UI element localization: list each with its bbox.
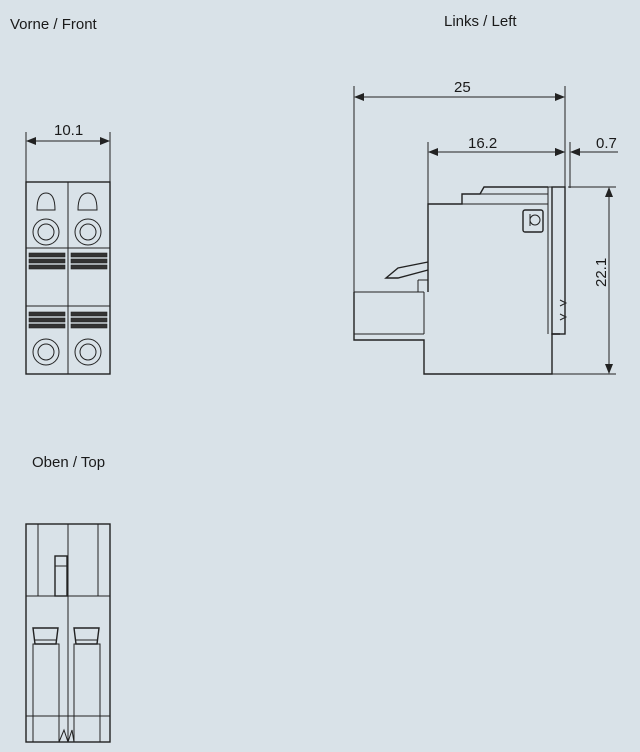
- top-view-title: Oben / Top: [32, 454, 105, 471]
- front-outline: [25, 181, 111, 375]
- left-view: Links / Left 25 16.2 0.7 22.1: [353, 13, 618, 375]
- left-total-label: 25: [454, 79, 471, 96]
- left-offset-label: 0.7: [596, 135, 617, 152]
- left-height-dimension: 22.1: [552, 186, 616, 375]
- top-outline: [25, 523, 111, 743]
- front-width-dimension: 10.1: [25, 122, 111, 182]
- front-view-title: Vorne / Front: [10, 16, 98, 33]
- left-total-dimension: 25: [353, 79, 566, 334]
- left-outline: [353, 186, 568, 375]
- left-height-label: 22.1: [593, 258, 610, 287]
- left-body-dimension: 16.2: [427, 135, 565, 204]
- left-body-label: 16.2: [468, 135, 497, 152]
- front-width-label: 10.1: [54, 122, 83, 139]
- left-view-title: Links / Left: [444, 13, 517, 30]
- top-view: Oben / Top: [25, 454, 111, 743]
- left-offset-dimension: 0.7: [548, 135, 618, 188]
- front-view: Vorne / Front 10.1: [10, 16, 111, 375]
